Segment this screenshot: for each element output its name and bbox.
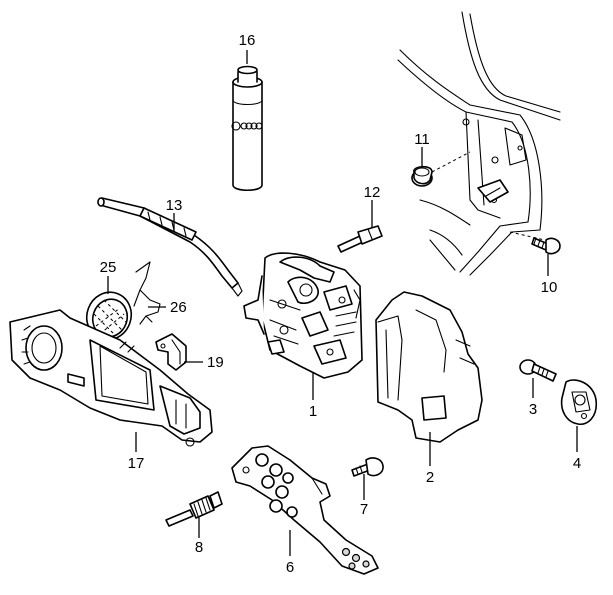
part-25-grille-disc (85, 291, 133, 341)
part-6-mounting-plate (231, 445, 379, 575)
callout-10: 10 (541, 279, 558, 296)
callout-labels: 16 13 12 11 10 25 26 19 1 3 4 17 2 7 8 6 (100, 32, 582, 576)
callout-4: 4 (573, 455, 581, 472)
part-13-cable (97, 197, 243, 297)
leader-lines (107, 50, 578, 556)
part-12-pin (337, 225, 383, 253)
callout-17: 17 (128, 455, 145, 472)
callout-26: 26 (170, 299, 187, 316)
callout-7: 7 (360, 501, 368, 518)
part-11-grommet (411, 165, 433, 187)
callout-11: 11 (414, 131, 430, 148)
callout-2: 2 (426, 469, 434, 486)
part-1-lock-mechanism (243, 252, 363, 379)
part-26-spring-clip (133, 261, 161, 325)
callout-6: 6 (286, 559, 294, 576)
callout-3: 3 (529, 401, 537, 418)
part-4-striker (560, 379, 598, 425)
door-frame (397, 11, 561, 276)
callout-12: 12 (364, 184, 381, 201)
callout-8: 8 (195, 539, 203, 556)
part-10-bolt (531, 237, 561, 255)
part-19-bracket (155, 333, 187, 371)
part-2-cover (375, 291, 483, 443)
callout-19: 19 (207, 354, 224, 371)
part-17-handle-housing (9, 309, 213, 447)
part-7-bolt (351, 457, 384, 477)
part-3-screw (519, 359, 557, 382)
callout-16: 16 (239, 32, 256, 49)
callout-1: 1 (309, 403, 317, 420)
part-16-spray-can (231, 65, 263, 192)
callout-13: 13 (166, 197, 183, 214)
part-8-threaded-bolt (165, 491, 223, 527)
callout-25: 25 (100, 259, 117, 276)
four-rings-logo (240, 122, 263, 130)
